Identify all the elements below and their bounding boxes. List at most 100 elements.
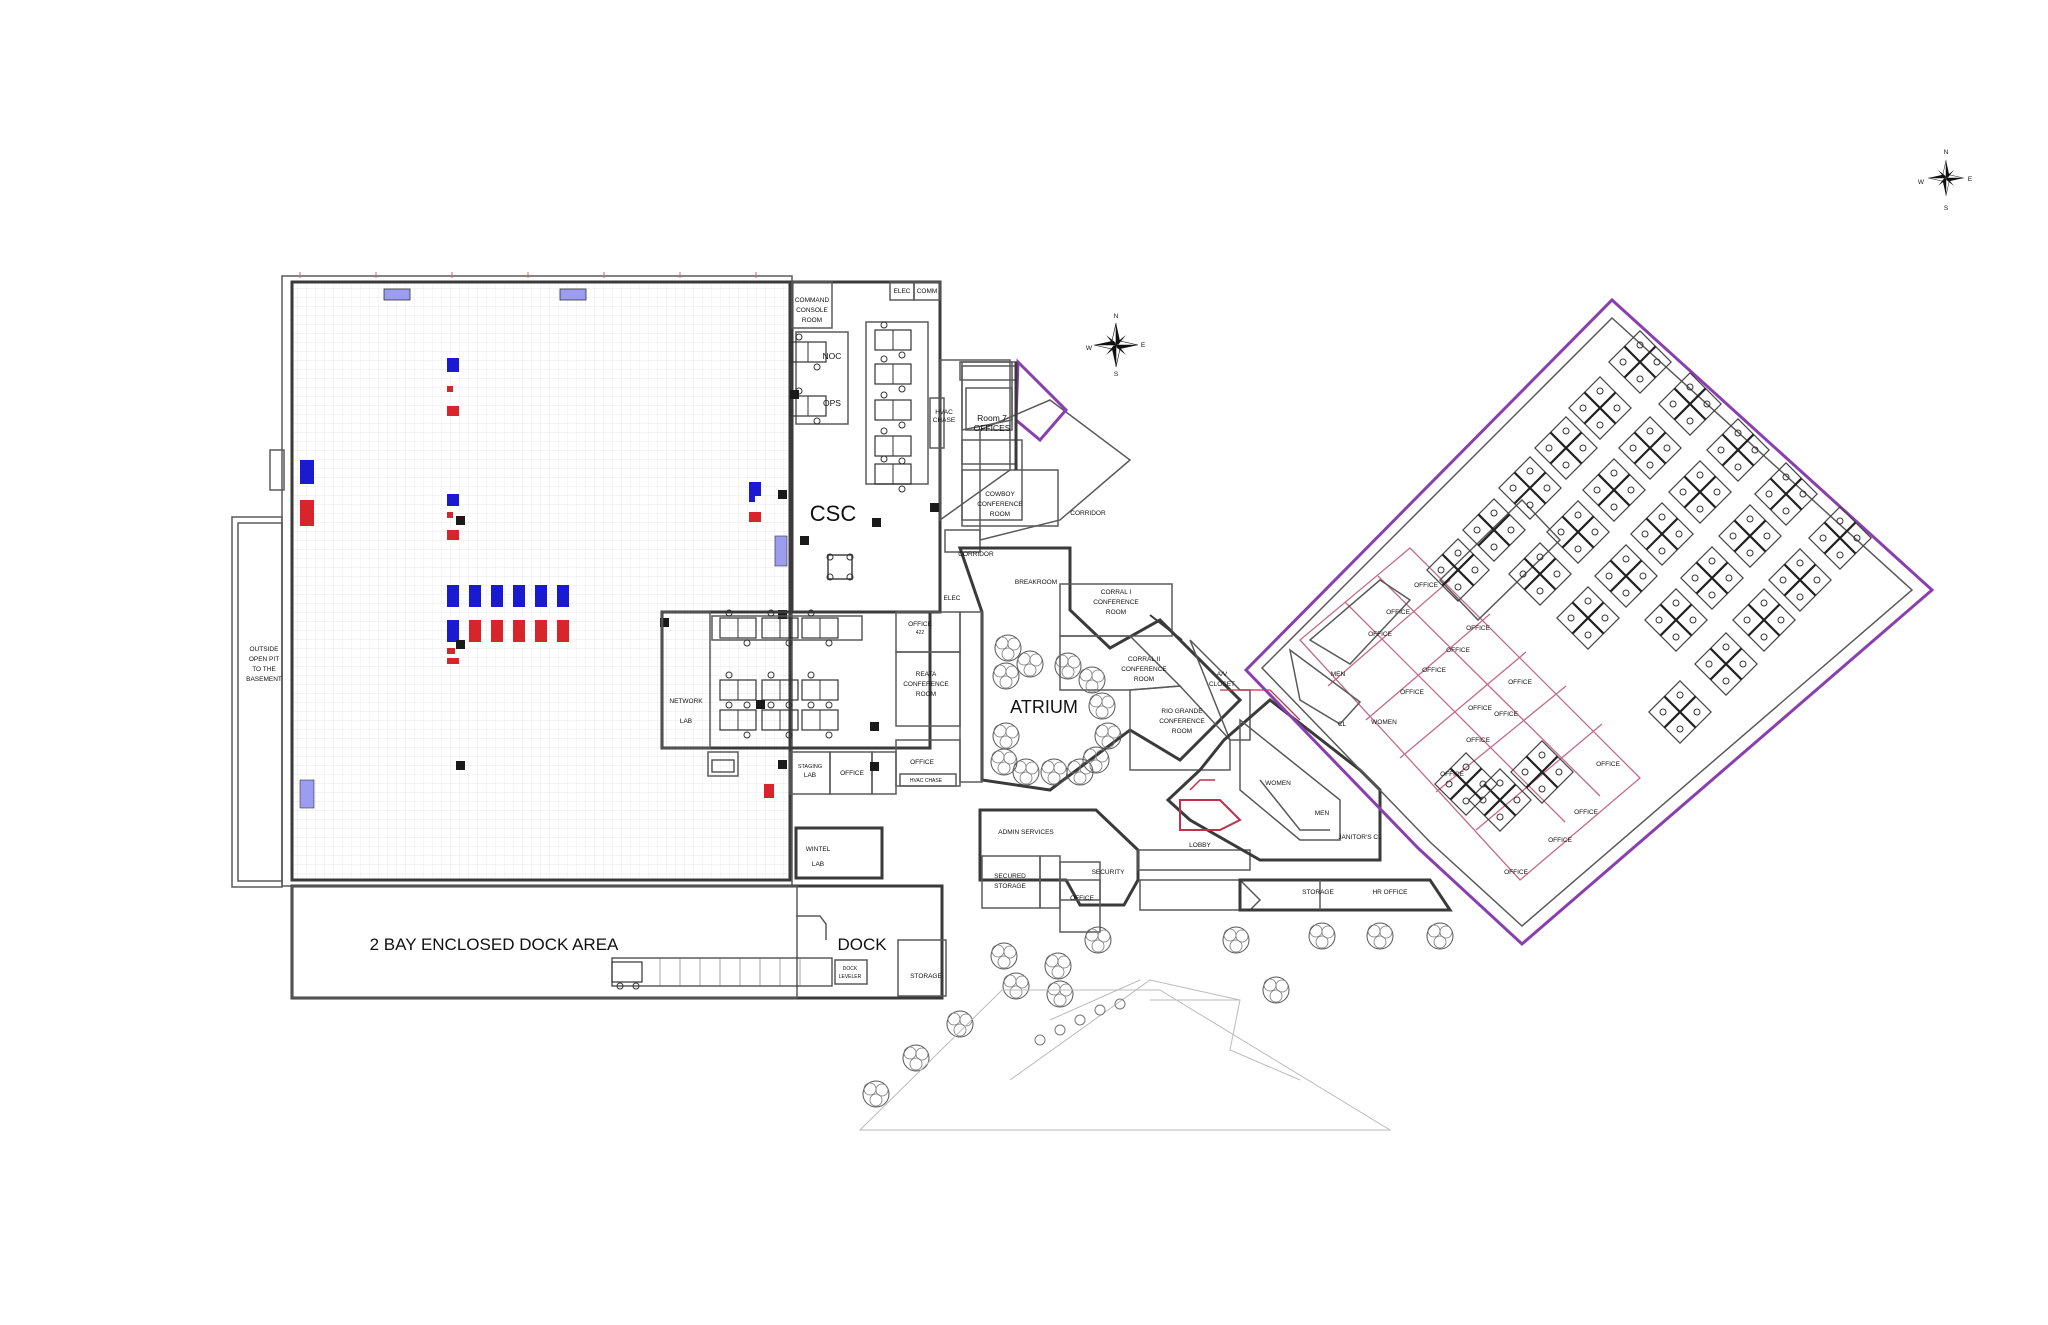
wing-office-15: OFFICE xyxy=(1548,837,1572,844)
label-office-a: OFFICE xyxy=(908,621,932,628)
label-network-2: LAB xyxy=(680,718,692,725)
label-cl: CL xyxy=(1338,721,1347,728)
site-landscape xyxy=(858,922,1454,1131)
label-command-2: CONSOLE xyxy=(796,307,828,314)
label-women: WOMEN xyxy=(1265,780,1291,787)
label-cowboy-2: CONFERENCE xyxy=(977,501,1023,508)
label-outside-2: OPEN PIT xyxy=(249,656,279,663)
wing-office-3: OFFICE xyxy=(1368,631,1392,638)
lobby-block xyxy=(978,689,1453,933)
label-breakroom: BREAKROOM xyxy=(1015,579,1057,586)
label-command-3: ROOM xyxy=(802,317,822,324)
compass2-w: W xyxy=(1918,179,1925,186)
label-office-c: OFFICE xyxy=(910,759,934,766)
label-comm: COMM xyxy=(917,288,938,295)
wing-office-13: OFFICE xyxy=(1596,761,1620,768)
label-corral1-1: CORRAL I xyxy=(1101,589,1132,596)
wing-office-2: OFFICE xyxy=(1386,609,1410,616)
label-corral2-3: ROOM xyxy=(1134,676,1154,683)
wing-office-9: OFFICE xyxy=(1466,737,1490,744)
label-dock: DOCK xyxy=(837,935,887,954)
label-corral1-3: ROOM xyxy=(1106,609,1126,616)
data-floor xyxy=(231,272,793,888)
wing-office-1: OFFICE xyxy=(1414,582,1438,589)
label-storage-2: STORAGE xyxy=(910,973,942,980)
wing-office-16: OFFICE xyxy=(1504,869,1528,876)
compass-corner-icon: N S E W xyxy=(1918,149,1973,212)
label-dock-leveler-1: DOCK xyxy=(843,966,858,972)
label-secured-2: STORAGE xyxy=(994,883,1026,890)
label-elec-top: ELEC xyxy=(894,288,911,295)
label-av-1: A/V xyxy=(1217,671,1228,678)
label-rio-3: ROOM xyxy=(1172,728,1192,735)
label-cowboy-1: COWBOY xyxy=(985,491,1015,498)
label-hr-office: HR OFFICE xyxy=(1372,889,1408,896)
compass-w: W xyxy=(1086,345,1093,352)
wing-office-11: OFFICE xyxy=(1508,679,1532,686)
label-wintel-2: LAB xyxy=(812,861,824,868)
label-men: MEN xyxy=(1315,810,1330,817)
compass2-s: S xyxy=(1944,205,1949,212)
label-ops: OPS xyxy=(823,398,841,408)
label-women-2: WOMEN xyxy=(1371,719,1397,726)
label-csc: CSC xyxy=(810,501,857,526)
label-reata-3: ROOM xyxy=(916,691,936,698)
compass2-n: N xyxy=(1944,149,1949,156)
label-office-d: OFFICE xyxy=(1070,895,1094,902)
dock-block xyxy=(290,884,947,1000)
room7-block xyxy=(959,358,1069,527)
label-room7-1: Room 7 xyxy=(977,413,1007,423)
label-office-b: OFFICE xyxy=(840,770,864,777)
label-dock-leveler-2: LEVELER xyxy=(839,974,862,980)
compass-e: E xyxy=(1141,342,1146,349)
label-men-2: MEN xyxy=(1331,671,1346,678)
wing-office-10: OFFICE xyxy=(1440,771,1464,778)
label-staging-2: LAB xyxy=(804,772,816,779)
compass-s: S xyxy=(1114,371,1119,378)
central-block xyxy=(939,359,1251,792)
csc-block xyxy=(789,280,945,614)
compass-center-icon: N S E W xyxy=(1086,313,1146,378)
label-staging-1: STAGING xyxy=(798,764,822,770)
wing-office-14: OFFICE xyxy=(1574,809,1598,816)
label-hvac-1: HVAC xyxy=(935,409,953,416)
label-wintel-1: WINTEL xyxy=(806,846,831,853)
label-lobby: LOBBY xyxy=(1189,842,1211,849)
label-network-1: NETWORK xyxy=(669,698,703,705)
wing-office-7: OFFICE xyxy=(1400,689,1424,696)
label-av-2: CLOSET xyxy=(1209,681,1235,688)
rack-row-red xyxy=(447,620,569,642)
label-room7-2: OFFICES xyxy=(974,423,1011,433)
label-storage-1: STORAGE xyxy=(1302,889,1334,896)
server-racks xyxy=(299,288,788,809)
label-reata-2: CONFERENCE xyxy=(903,681,949,688)
label-corridor-1: CORRIDOR xyxy=(1070,510,1106,517)
label-hvac-bottom: HVAC CHASE xyxy=(910,778,943,784)
wing-office-4: OFFICE xyxy=(1466,625,1490,632)
network-lab-block xyxy=(660,609,961,880)
label-rio-1: RIO GRANDE xyxy=(1161,708,1203,715)
label-corral1-2: CONFERENCE xyxy=(1093,599,1139,606)
label-command-1: COMMAND xyxy=(795,297,830,304)
wing-office-6: OFFICE xyxy=(1422,667,1446,674)
label-noc: NOC xyxy=(823,351,842,361)
wing-office-12: OFFICE xyxy=(1494,711,1518,718)
label-rio-2: CONFERENCE xyxy=(1159,718,1205,725)
label-corral2-2: CONFERENCE xyxy=(1121,666,1167,673)
label-outside-1: OUTSIDE xyxy=(250,646,280,653)
label-secured-1: SECURED xyxy=(994,873,1026,880)
label-cowboy-3: ROOM xyxy=(990,511,1010,518)
wing-office-5: OFFICE xyxy=(1446,647,1470,654)
label-corral2-1: CORRAL II xyxy=(1128,656,1160,663)
label-janitor: JANITOR'S CL xyxy=(1338,834,1382,841)
label-admin: ADMIN SERVICES xyxy=(998,829,1054,836)
label-outside-4: BASEMENT xyxy=(246,676,282,683)
label-office-a-num: 422 xyxy=(916,630,925,636)
label-dock-area: 2 BAY ENCLOSED DOCK AREA xyxy=(370,935,619,954)
wing-workstations xyxy=(1425,329,1873,833)
label-corridor-2: CORRIDOR xyxy=(958,551,994,558)
compass2-e: E xyxy=(1968,176,1973,183)
rack-row-blue xyxy=(447,585,569,607)
label-hvac-2: CHASE xyxy=(933,417,956,424)
